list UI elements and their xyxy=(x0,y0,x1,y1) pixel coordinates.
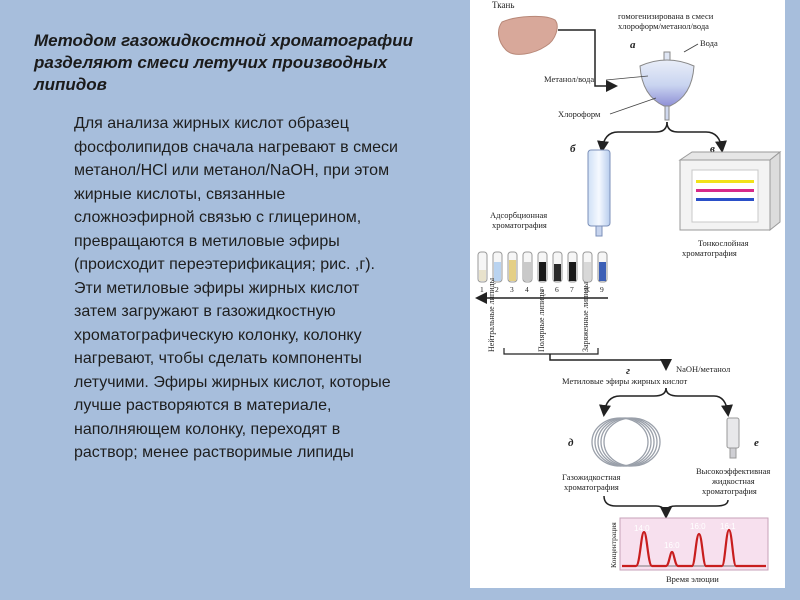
gc-column-coil-icon xyxy=(591,417,661,467)
tube-number-9: 9 xyxy=(600,285,604,294)
arrow-to-tlc xyxy=(666,121,727,153)
glc-label-1: Газожидкостная xyxy=(562,472,621,482)
arrow-hplc-to-result xyxy=(665,499,729,513)
tube-9 xyxy=(597,251,608,283)
tube-number-1: 1 xyxy=(480,285,484,294)
tissue-label: Ткань xyxy=(492,0,514,10)
hplc-label-3: хроматография xyxy=(702,486,757,496)
chloroform-label: Хлороформ xyxy=(558,109,601,119)
hplc-label-1: Высокоэффективная xyxy=(696,466,770,476)
arrow-to-hplc xyxy=(665,387,733,417)
step-a-label: а xyxy=(630,39,636,51)
tube-2 xyxy=(492,251,503,283)
liver-tissue-icon xyxy=(498,15,558,55)
tube-6 xyxy=(552,251,563,283)
fraction-neutral-label: Нейтральные липиды xyxy=(487,277,496,352)
step-v-label: в xyxy=(710,143,715,155)
peak-label-16-0-second: 16:0 xyxy=(664,541,680,550)
tube-4 xyxy=(522,251,533,283)
tube-1 xyxy=(477,251,488,283)
x-axis-label: Время элюции xyxy=(666,574,719,584)
homogenized-label-2: хлороформ/метанол/вода xyxy=(618,21,709,31)
arrow-to-column xyxy=(597,121,668,153)
fraction-charged-label: Заряженные липиды xyxy=(581,281,590,352)
glc-label-2: хроматография xyxy=(564,482,619,492)
lipid-analysis-figure: Ткань гомогенизирована в смеси хлороформ… xyxy=(470,0,785,588)
arrow-glc-to-result xyxy=(603,495,672,519)
peak-label-14-0: 14:0 xyxy=(634,524,650,533)
tlc-chamber-icon xyxy=(678,150,782,232)
tlc-band-blue xyxy=(696,198,754,201)
lipid-analysis-diagram: Ткань гомогенизирована в смеси хлороформ… xyxy=(475,0,782,584)
tlc-label-1: Тонкослойная xyxy=(698,238,749,248)
peak-label-16-0: 16:0 xyxy=(690,522,706,531)
step-b-label: б xyxy=(570,143,576,155)
arrow-to-funnel xyxy=(558,29,618,92)
slide-title: Методом газожидкостной хроматографии раз… xyxy=(34,31,413,94)
tube-number-8: 8 xyxy=(585,285,589,294)
arrow-to-esters xyxy=(549,354,672,371)
peak-label-16-1: 16:1 xyxy=(720,522,736,531)
water-label: Вода xyxy=(700,38,718,48)
slide-body-text: Для анализа жирных кислот образец фосфол… xyxy=(74,115,398,461)
chromatogram-chart xyxy=(619,517,769,571)
tlc-band-magenta xyxy=(696,189,754,192)
methanol-water-label: Метанол/вода xyxy=(544,74,594,84)
homogenized-label-1: гомогенизирована в смеси xyxy=(618,11,714,21)
naoh-label: NaOH/метанол xyxy=(676,364,731,374)
tube-number-7: 7 xyxy=(570,285,574,294)
tube-number-2: 2 xyxy=(495,285,499,294)
hplc-column-icon xyxy=(726,417,740,459)
tube-number-4: 4 xyxy=(525,285,529,294)
separatory-funnel-icon xyxy=(639,43,699,121)
step-e-label: е xyxy=(754,437,759,449)
adsorption-column-icon xyxy=(587,149,611,237)
tlc-band-yellow xyxy=(696,180,754,183)
step-g-label: г xyxy=(626,365,630,377)
tube-8 xyxy=(582,251,593,283)
tube-3 xyxy=(507,251,518,283)
adsorption-label-1: Адсорбционная xyxy=(490,210,547,220)
tube-number-5: 5 xyxy=(540,285,544,294)
step-d-label: д xyxy=(568,437,574,449)
methyl-esters-label: Метиловые эфиры жирных кислот xyxy=(562,376,687,386)
chromatogram-peaks xyxy=(622,528,766,568)
hplc-label-2: жидкостная xyxy=(711,476,755,486)
tube-7 xyxy=(567,251,578,283)
tube-5 xyxy=(537,251,548,283)
adsorption-label-2: хроматография xyxy=(492,220,547,230)
tube-number-6: 6 xyxy=(555,285,559,294)
fraction-polar-label: Полярные липиды xyxy=(537,289,546,352)
arrow-to-glc xyxy=(599,387,667,417)
tlc-label-2: хроматография xyxy=(682,248,737,258)
tube-number-3: 3 xyxy=(510,285,514,294)
fraction-tubes xyxy=(477,251,608,283)
y-axis-label: Концентрация xyxy=(609,522,618,568)
